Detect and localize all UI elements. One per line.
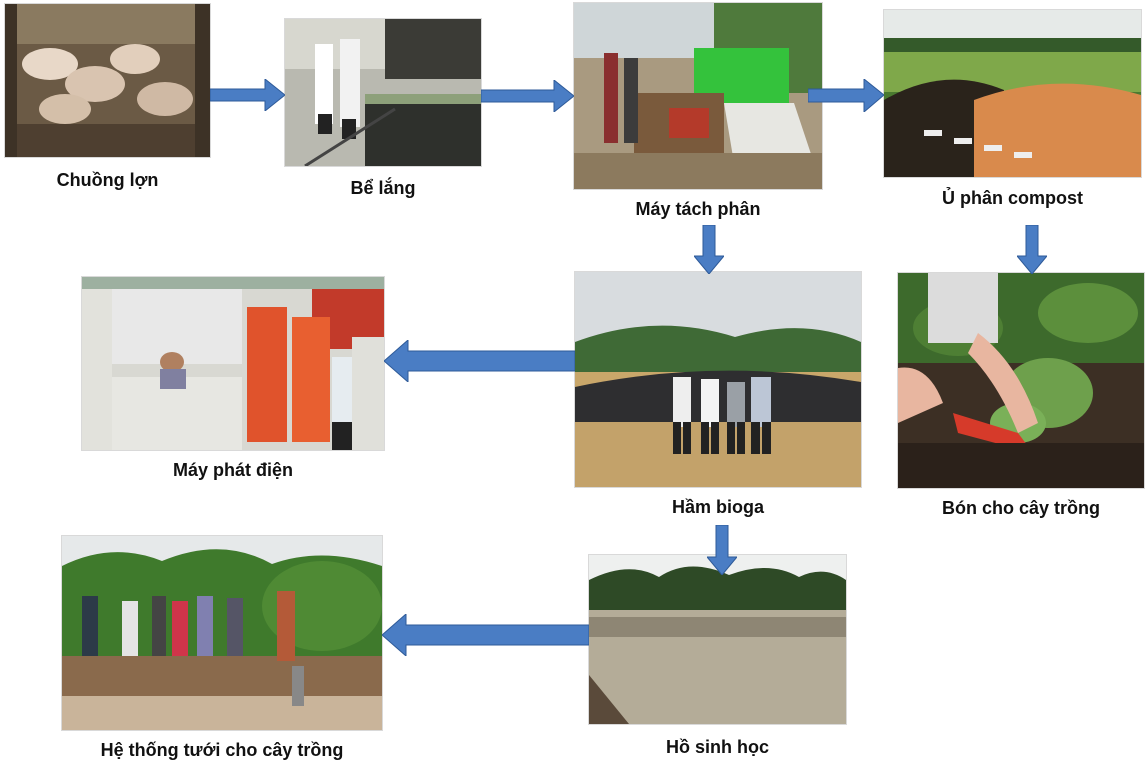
photo-biogas bbox=[575, 272, 861, 487]
photo-pond bbox=[589, 555, 846, 724]
arrow-biogas-to-generator bbox=[384, 340, 575, 382]
arrow-separator-to-compost bbox=[808, 79, 884, 112]
caption-irrigation: Hệ thống tưới cho cây trồng bbox=[100, 740, 344, 760]
photo-irrigation bbox=[62, 536, 382, 730]
caption-settling-tank: Bể lắng bbox=[350, 178, 416, 198]
arrow-tank-to-separator bbox=[481, 80, 574, 112]
arrow-biogas-to-pond bbox=[707, 525, 737, 575]
arrow-separator-to-biogas bbox=[694, 225, 724, 274]
caption-fertilize: Bón cho cây trồng bbox=[941, 498, 1100, 518]
caption-pond: Hồ sinh học bbox=[666, 737, 769, 757]
arrow-pigpen-to-tank bbox=[210, 79, 285, 111]
caption-biogas: Hầm bioga bbox=[671, 497, 764, 517]
arrow-compost-to-fertilize bbox=[1017, 225, 1047, 274]
caption-generator: Máy phát điện bbox=[172, 460, 293, 480]
photo-pig-pen bbox=[5, 4, 210, 157]
photo-compost bbox=[884, 10, 1141, 177]
photo-separator bbox=[574, 3, 822, 189]
arrow-pond-to-irrigation bbox=[382, 614, 589, 656]
photo-generator bbox=[82, 277, 384, 450]
caption-pig-pen: Chuồng lợn bbox=[56, 170, 159, 190]
caption-compost: Ủ phân compost bbox=[941, 188, 1083, 208]
photo-fertilize bbox=[898, 273, 1144, 488]
caption-separator: Máy tách phân bbox=[635, 199, 761, 219]
photo-settling-tank bbox=[285, 19, 481, 166]
